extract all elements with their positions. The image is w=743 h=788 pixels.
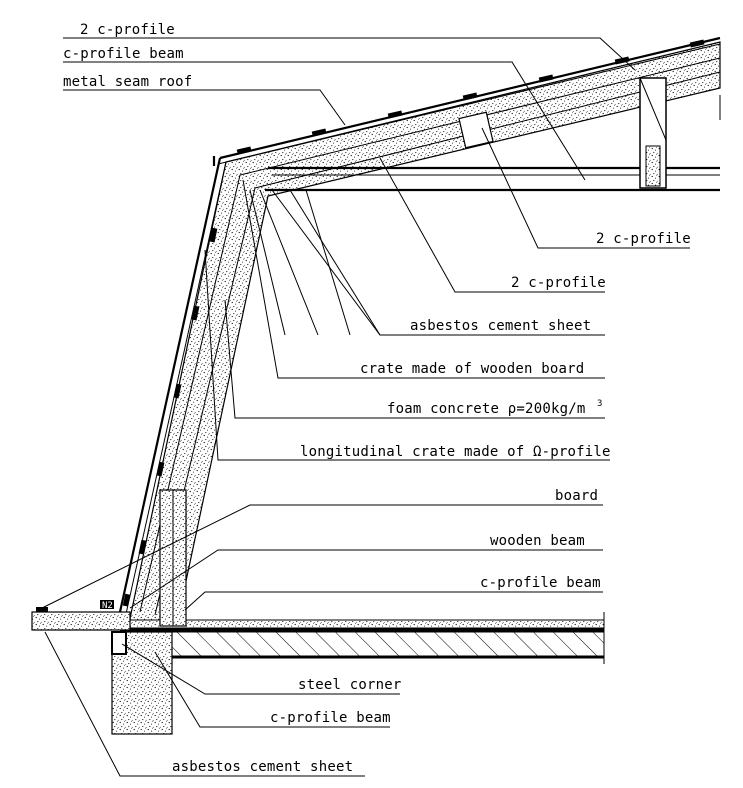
- eave-board: [31, 611, 131, 631]
- wall-seams: [122, 227, 218, 607]
- label-c-profile-beam-low: c-profile beam: [270, 710, 391, 726]
- wall-inner-line: [139, 174, 241, 613]
- leader-lines: [37, 37, 690, 777]
- eave-seam: [36, 607, 48, 612]
- floor-slab-hatch: [119, 631, 605, 657]
- label-asbestos-cement-sheet-upper: asbestos cement sheet: [410, 318, 591, 334]
- label-c-profile-beam-top: c-profile beam: [63, 46, 184, 62]
- label-steel-corner: steel corner: [298, 677, 402, 693]
- label-asbestos-cement-sheet-lower: asbestos cement sheet: [172, 759, 353, 775]
- label-crate-wooden-board: crate made of wooden board: [360, 361, 584, 377]
- post-diagonal: [639, 77, 667, 141]
- label-longitudinal-crate: longitudinal crate made of Ω-profile: [300, 444, 611, 460]
- roof-seams: [236, 39, 705, 155]
- label-2-c-profile-right-2: 2 c-profile: [511, 275, 606, 291]
- label-foam-concrete: foam concrete ρ=200kg/m: [387, 401, 585, 417]
- roof-c-profile-box: [458, 111, 494, 149]
- small-tag-box: [100, 600, 114, 609]
- label-2-c-profile-top: 2 c-profile: [80, 22, 175, 38]
- label-2-c-profile-right-1: 2 c-profile: [596, 231, 691, 247]
- label-metal-seam-roof: metal seam roof: [63, 74, 192, 90]
- label-wooden-beam: wooden beam: [490, 533, 585, 549]
- vertical-post-inner: [645, 145, 661, 187]
- steel-corner-box: [111, 631, 127, 655]
- roof-sheeting-line-2: [217, 43, 721, 165]
- label-foam-concrete-sup: 3: [597, 399, 603, 409]
- label-c-profile-beam-mid: c-profile beam: [480, 575, 601, 591]
- small-tag-text: N2: [102, 601, 113, 611]
- floor-slab-top: [119, 619, 605, 629]
- label-board: board: [555, 488, 598, 504]
- wall-sheeting-line: [118, 157, 222, 613]
